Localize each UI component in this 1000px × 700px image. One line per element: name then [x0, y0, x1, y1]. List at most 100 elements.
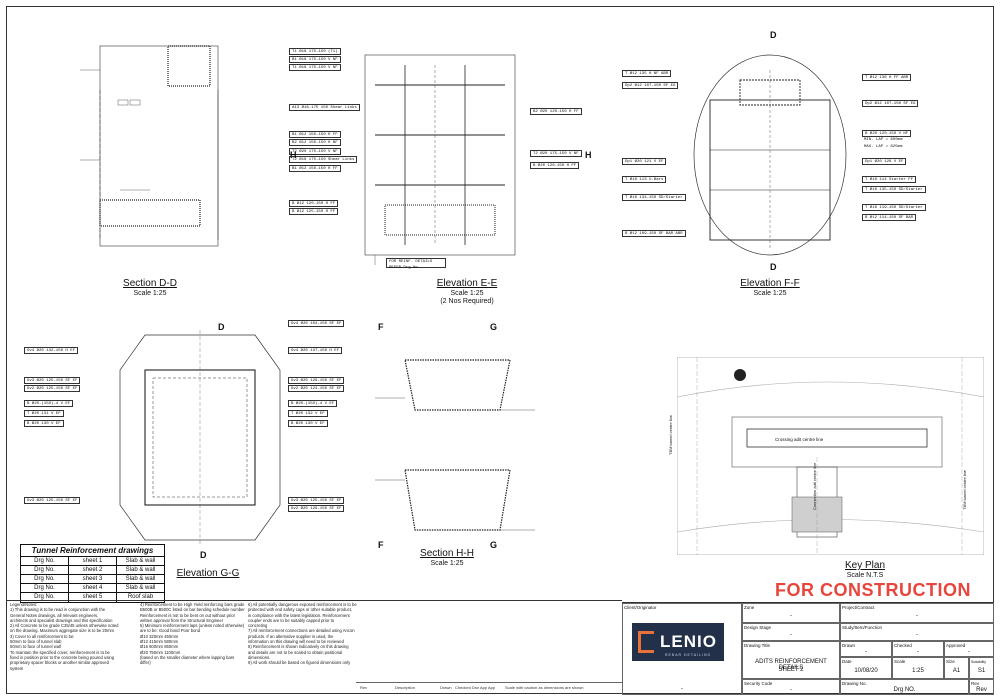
note-line: 7) All reinforcement connections are det…	[248, 628, 355, 634]
rev-header: Description	[395, 685, 416, 690]
note-line: dimensions.	[248, 654, 271, 660]
ee-tag: B Ø12 125-150 H FF	[289, 208, 339, 215]
tb-rev-value: Rev	[976, 687, 987, 693]
note-line: information on this drawing will need to…	[248, 639, 344, 645]
note-line: on the drawing. Maximum aggregate size i…	[10, 628, 115, 634]
note-line: 2) All Concrete to be grade C35/45 unles…	[10, 623, 119, 629]
section-dd-title-text: Section D-D	[123, 278, 177, 289]
ff-tag: Dp2 Ø12 107-150 SF EG	[622, 82, 679, 89]
elevation-ee-title: Elevation E-E Scale 1:25 (2 Nos Required…	[422, 278, 512, 305]
tb-suit-label: Suitability	[971, 660, 986, 664]
title-block: Client/Originator - Zone- Project/Contra…	[622, 602, 994, 695]
tb-drawing-no-label: Drawing No.	[842, 681, 867, 686]
tb-drawing-no-cell: Drawing No.Drg NO.	[840, 679, 969, 695]
ee-reinf-note: FOR REINF. DETAILS REFER Drg No.	[386, 258, 446, 270]
tb-title-cell: Drawing Title ADITS REINFORCEMENT DETAIL…	[742, 641, 840, 679]
section-dd-title: Section D-D Scale 1:25	[110, 278, 190, 297]
gg-tag: Gv3 Ø20 125-150 SF EF	[288, 497, 345, 504]
ff-tag: T Ø16 134-150 SD/Starter	[622, 194, 686, 201]
ee-tag: T2 Ø20 175-150 V NF	[289, 148, 341, 155]
note-line: 1) This drawing is to be read in conjunc…	[10, 607, 106, 613]
gg-tag: Gv4 Ø20 132-150 H EF	[24, 347, 79, 354]
table-cell: Slab & wall	[125, 558, 156, 564]
note-line: 50mm to face of tunnel wall	[10, 644, 61, 650]
key-conn-label: Connection adit centre line	[812, 462, 817, 510]
section-dd-drawing	[80, 45, 219, 247]
tb-project-label: Project/Contract	[842, 605, 875, 610]
section-hh-view	[375, 340, 535, 540]
rev-header: Scale with caution as dimensions are sho…	[505, 685, 584, 690]
table-cell: Slab & wall	[125, 576, 156, 582]
section-hh-title: Section H-H Scale 1:25	[407, 548, 487, 567]
ff-tag: T Ø12 135 H NF ABR	[622, 70, 672, 77]
elevation-ff-scale: Scale 1:25	[753, 290, 787, 297]
elevation-ee-view	[285, 45, 585, 275]
tb-zone-value: -	[790, 613, 792, 619]
notes-col-3: 6) All potentially dangerous exposed rei…	[248, 602, 368, 666]
elevation-gg-title: Elevation G-G	[168, 568, 248, 580]
note-line: Legend/Notes:	[10, 602, 38, 607]
table-cell: Drg No.	[21, 557, 69, 565]
section-marker-g: G	[490, 322, 498, 332]
elevation-gg-view	[115, 330, 285, 545]
note-line: Reinforcement is not to be bent on out w…	[140, 612, 235, 618]
key-crossing-label: Crossing adit centre line	[775, 437, 824, 442]
section-dd-scale: Scale 1:25	[133, 290, 167, 297]
ff-tag: Dp1 Ø20 121 V EF	[622, 158, 667, 165]
elevation-ff-title-text: Elevation F-F	[740, 278, 800, 289]
ff-tag: T Ø16 135-150 SD/Starter	[862, 186, 926, 193]
tb-checked-label: Checked	[894, 643, 912, 648]
note-line: and details are not to be scaled to obta…	[248, 649, 343, 655]
key-tbm-left-label: TBM tunnel centre line	[668, 414, 673, 455]
gg-tag: Gv2 Ø20 126-150 SF EF	[288, 505, 345, 512]
note-line: 9) All work should be based on figured d…	[248, 660, 351, 666]
section-marker-f: F	[378, 540, 384, 550]
note-line: coupler ends are to be suitably capped p…	[248, 617, 335, 623]
rev-header: Checked	[455, 685, 471, 690]
ee-tag: T2 Ø16 175-150 Shear Links	[289, 156, 358, 163]
tb-security-label: Security Code	[744, 681, 773, 686]
drawing-sheet-border	[6, 6, 994, 694]
tb-approved-value: -	[968, 649, 970, 655]
elevation-ee-title-text: Elevation E-E	[436, 278, 498, 289]
lenio-logo-name: LENIO	[660, 632, 717, 651]
tb-checked-cell: Checked-	[892, 641, 944, 657]
tb-size-value: A1	[952, 668, 961, 674]
gg-tag: Gv2 Ø20 124-150 SF EF	[288, 385, 345, 392]
elevation-ff-view	[690, 50, 850, 260]
note-line: Ø20 750mm 1100mm	[140, 649, 181, 655]
table-heading: Tunnel Reinforcement drawings	[21, 545, 164, 557]
section-hh-title-text: Section H-H	[420, 548, 474, 559]
tb-title-line-1: ADITS REINFORCEMENT DETAILS	[755, 659, 827, 671]
ff-tag: T Ø16 113 U-Bars	[622, 176, 667, 183]
ee-tag: T2 Ø20 175-150 V NF	[530, 150, 582, 157]
gg-tag: B Ø20-(150)-4 V EF	[288, 400, 338, 407]
tb-project-cell: Project/Contract-	[840, 603, 994, 623]
tb-client-label: Client/Originator	[624, 605, 657, 610]
section-marker-d: D	[200, 550, 207, 560]
lenio-logo: LENIO REBAR DETAILING	[632, 623, 724, 661]
tb-drawn-label: Drawn	[842, 643, 856, 648]
note-line: products. If an alternative supplier is …	[248, 633, 334, 639]
tb-date-value: 10/08/20	[854, 668, 878, 674]
note-line: To maintain the specified cover, reinfor…	[10, 649, 110, 655]
note-line: 5) Minimum reinforcement laps (unless no…	[140, 623, 245, 629]
gg-tag: Gv3 Ø20 125-150 SF EF	[24, 377, 81, 384]
tb-study-cell: Study/Item/Function-	[840, 623, 994, 641]
tb-scale-label: Scale	[894, 659, 906, 664]
ff-tag: T Ø16 119-150 SD/Starter	[862, 204, 926, 211]
table-cell: Slab & wall	[125, 585, 156, 591]
tb-stage-cell: Design Stage-	[742, 623, 840, 641]
gg-tag: B Ø20 130 V EF	[24, 420, 64, 427]
note-line: proprietary spacer blocks or another sim…	[10, 660, 109, 666]
gg-tag: Gv3 Ø20 125-150 SF EF	[24, 497, 81, 504]
tb-rev-label: Rev	[971, 681, 980, 686]
rev-header: App	[488, 685, 496, 690]
elevation-ff-drawing	[693, 54, 847, 256]
tb-suit-value: S1	[977, 668, 986, 674]
notes-divider	[6, 600, 622, 601]
revision-strip	[356, 682, 622, 694]
